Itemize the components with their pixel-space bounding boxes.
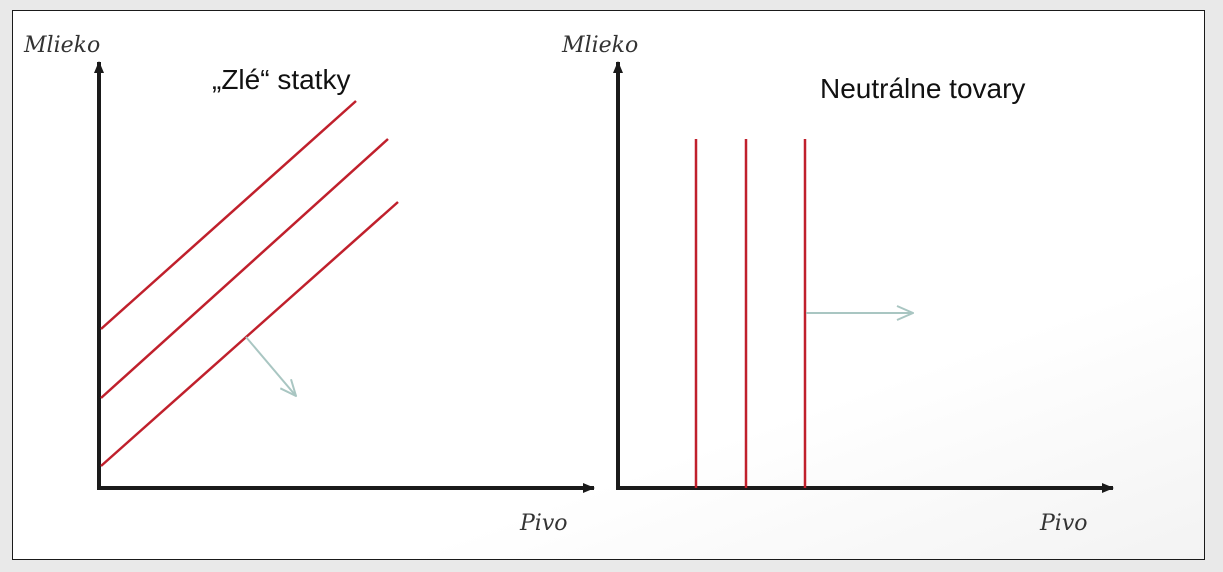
x-axis-label-right: Pivo [1039, 511, 1088, 536]
slide-frame [12, 10, 1205, 560]
bad-goods-curve-1 [100, 100, 357, 330]
y-axis-label-right: Mlieko [561, 33, 638, 58]
panel-title-neutral-goods: Neutrálne tovary [820, 73, 1025, 104]
x-axis-label-left: Pivo [519, 511, 568, 536]
bad-goods-curve-2 [100, 138, 389, 399]
panel-bad-goods: Mlieko Pivo „Zlé“ statky [23, 33, 595, 536]
panel-title-bad-goods: „Zlé“ statky [212, 64, 350, 95]
y-axis-label-left: Mlieko [23, 33, 100, 58]
panel-neutral-goods: Mlieko Pivo Neutrálne tovary [561, 33, 1114, 536]
shift-arrow-down-right [245, 336, 296, 396]
bad-goods-curve-3 [100, 201, 399, 467]
